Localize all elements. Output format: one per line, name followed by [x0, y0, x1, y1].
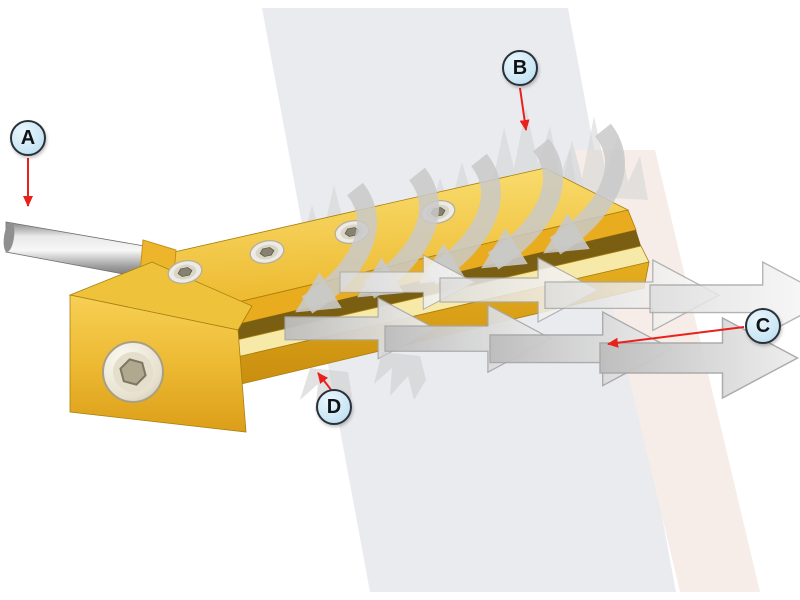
rod-end-cap [3, 222, 15, 252]
leader-arrow-b [519, 87, 530, 131]
air-wisp [560, 116, 648, 200]
curved-airflow-arrow [481, 138, 563, 270]
callout-label-a: A [10, 120, 46, 156]
main-hex-screw [102, 341, 164, 403]
air-wisp [374, 352, 426, 400]
socket-screw [167, 260, 203, 284]
curved-airflow-arrow [295, 182, 377, 314]
leader-arrow-d [317, 372, 333, 392]
leader-arrows [23, 87, 745, 392]
callout-label-c: C [745, 308, 781, 344]
rod-body [5, 221, 151, 280]
callout-letter-a: A [20, 126, 36, 149]
callout-label-d: D [316, 389, 352, 425]
socket-screw [249, 240, 285, 264]
callout-letter-d: D [326, 395, 342, 418]
curved-airflow-arrow [419, 153, 501, 285]
callout-letter-b: B [512, 56, 528, 79]
curved-airflow-arrow [543, 123, 625, 255]
callout-letter-c: C [755, 314, 771, 337]
callout-label-b: B [502, 50, 538, 86]
leader-arrow-c [607, 326, 745, 348]
